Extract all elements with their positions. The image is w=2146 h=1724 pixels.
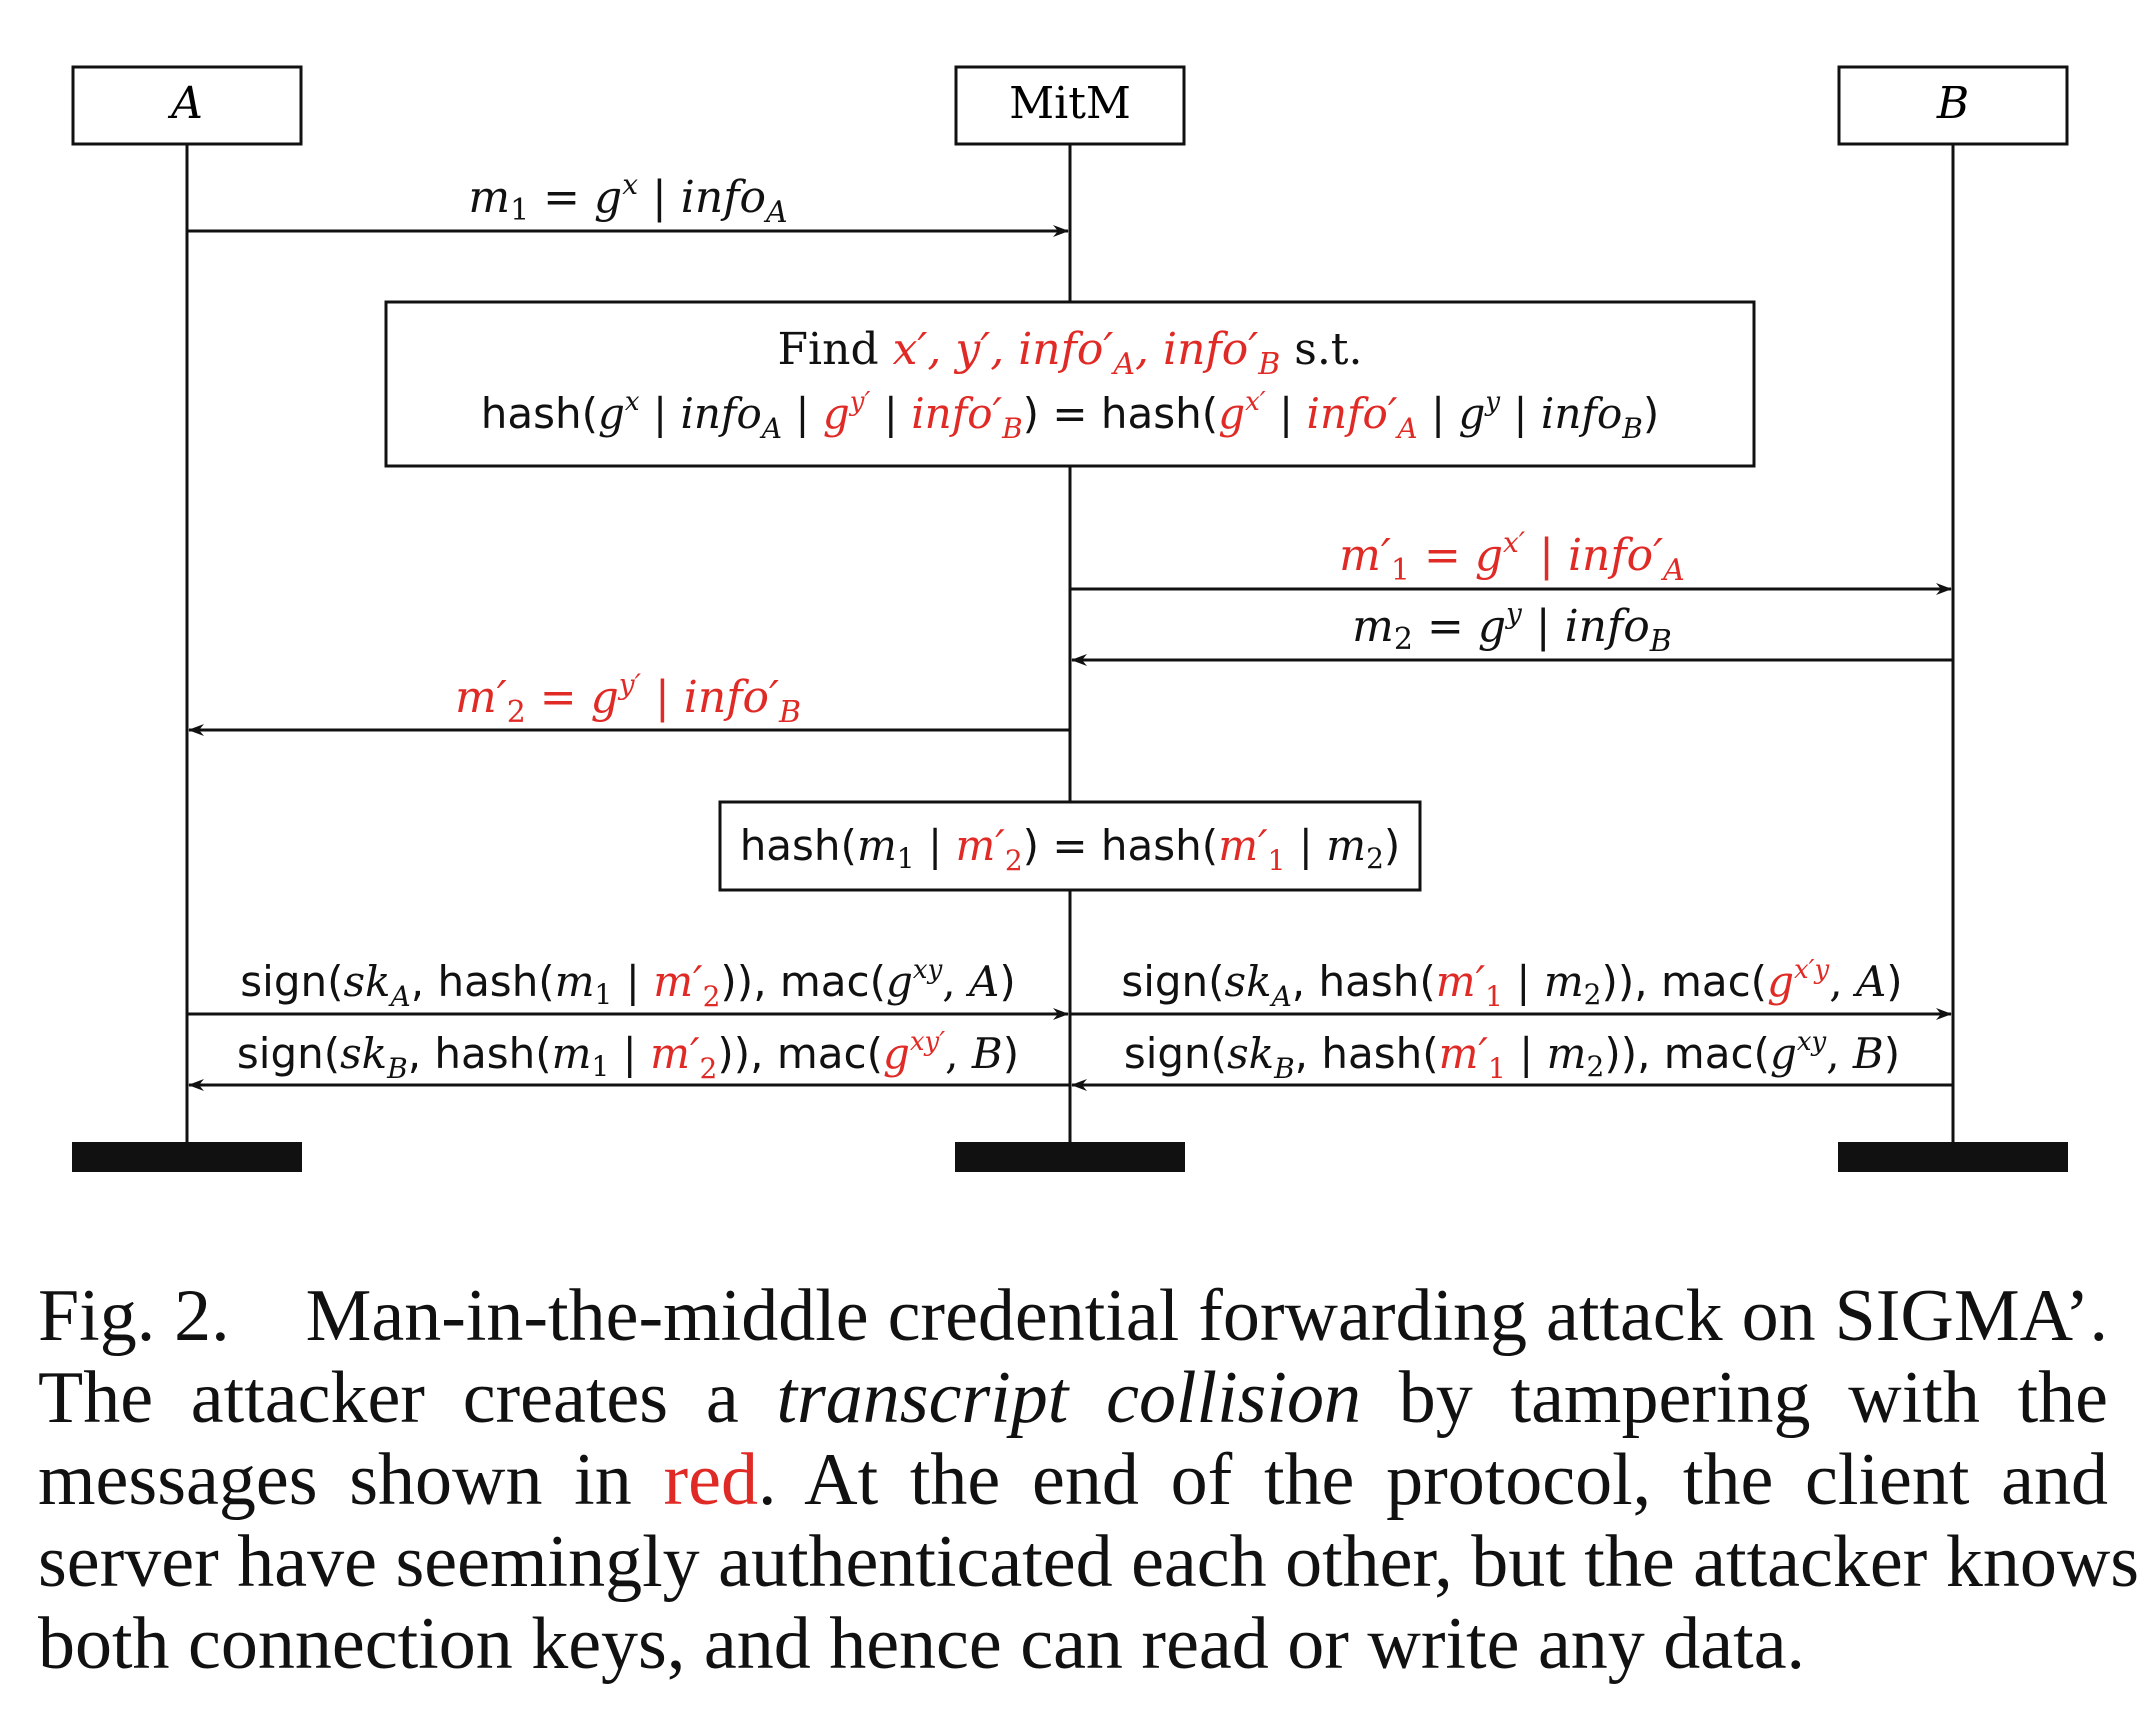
caption-red-word: red: [663, 1439, 758, 1521]
collision-find-box: Find x′, y′, info′A, info′B s.t. hash(gx…: [384, 300, 1756, 468]
label-m1: m1 = gx | infoA: [468, 168, 787, 230]
end-bar-B: [1838, 1142, 2068, 1172]
participant-MitM: MitM: [954, 65, 1186, 146]
label-m1-prime: m′1 = gx′ | info′A: [1339, 526, 1685, 588]
label-left-sign-b: sign(skB, hash(m1 | m′2)), mac(gxy′, B): [237, 1027, 1019, 1085]
caption-italic-term: transcript collision: [776, 1357, 1361, 1439]
collision-result-box: hash(m1 | m′2) = hash(m′1 | m2): [718, 800, 1422, 892]
sequence-diagram: A MitM B m1 = gx | infoA Find x′, y′, in…: [71, 65, 2069, 1172]
caption-title: Man-in-the-middle credential forwarding …: [305, 1275, 2108, 1357]
participant-B: B: [1837, 65, 2069, 146]
caption-label: Fig. 2.: [38, 1275, 230, 1357]
participant-A: A: [71, 65, 303, 146]
label-m2-prime: m′2 = gy′ | info′B: [455, 668, 801, 730]
participant-MitM-label: MitM: [1009, 78, 1131, 129]
participant-A-label: A: [167, 78, 203, 129]
end-bar-MitM: [955, 1142, 1185, 1172]
figure-caption: Fig. 2. Man-in-the-middle credential for…: [38, 1275, 2140, 1685]
svg-text:hash(gx | infoA | gy′ | info′B: hash(gx | infoA | gy′ | info′B) = hash(g…: [481, 387, 1659, 445]
label-right-sign-a: sign(skA, hash(m′1 | m2)), mac(gx′y, A): [1121, 955, 1902, 1013]
participant-B-label: B: [1936, 78, 1969, 129]
label-right-sign-b: sign(skB, hash(m′1 | m2)), mac(gxy, B): [1124, 1027, 1900, 1085]
svg-text:hash(m1 | m′2) = hash(m′1 | m2: hash(m1 | m′2) = hash(m′1 | m2): [740, 821, 1401, 877]
caption-body-1: The attacker creates a: [38, 1357, 777, 1439]
label-left-sign-a: sign(skA, hash(m1 | m′2)), mac(gxy, A): [240, 955, 1015, 1013]
end-bar-A: [72, 1142, 302, 1172]
svg-text:Find x′, y′, info′A, info′B s.: Find x′, y′, info′A, info′B s.t.: [778, 324, 1363, 382]
label-m2: m2 = gy | infoB: [1352, 597, 1672, 659]
